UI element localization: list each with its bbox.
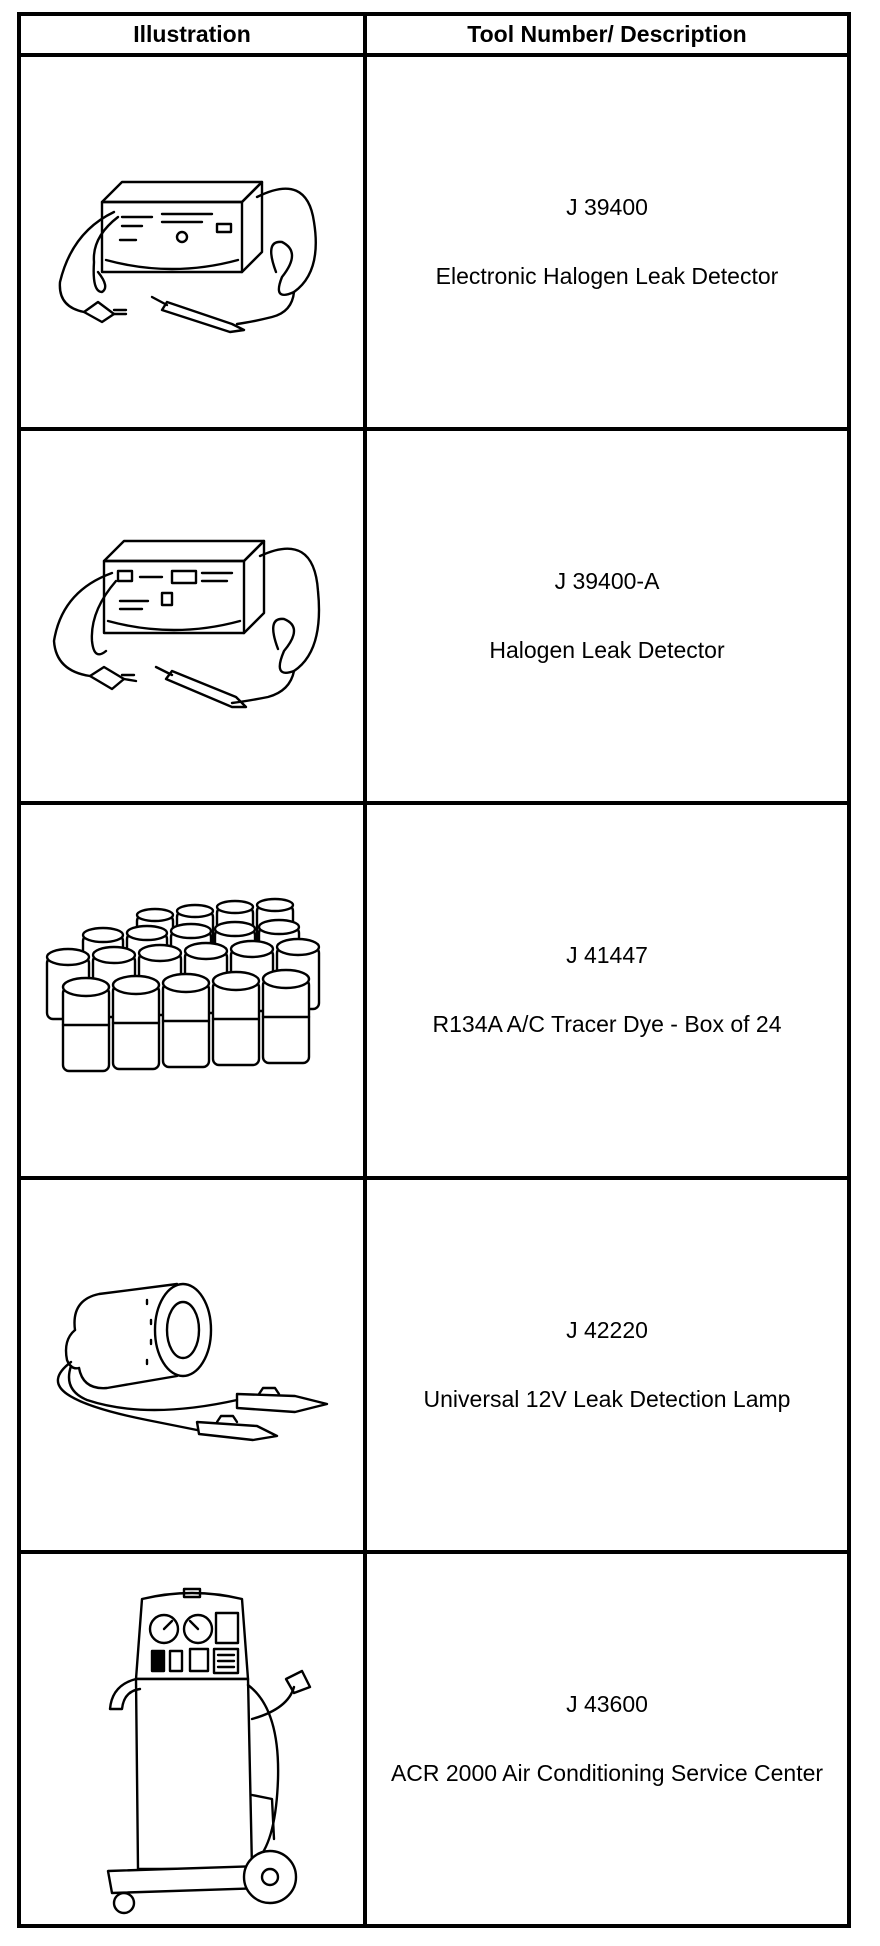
illustration-cell <box>17 1549 367 1929</box>
tool-number: J 39400 <box>566 194 648 221</box>
table-row: J 42220 Universal 12V Leak Detection Lam… <box>17 1175 851 1554</box>
tool-description: Universal 12V Leak Detection Lamp <box>423 1385 791 1412</box>
leak-detection-lamp-icon <box>56 1282 329 1441</box>
tracer-dye-box-icon <box>45 898 321 1073</box>
illustration-cell <box>17 801 367 1180</box>
table-row: J 39400-A Halogen Leak Detector <box>17 427 851 806</box>
description-cell: J 43600 ACR 2000 Air Conditioning Servic… <box>363 1549 851 1929</box>
illustration-cell <box>17 427 367 806</box>
illustration-cell <box>17 52 367 432</box>
tool-description: Electronic Halogen Leak Detector <box>435 263 779 290</box>
illustration-cell <box>17 1175 367 1554</box>
tool-number: J 42220 <box>566 1316 648 1343</box>
description-cell: J 41447 R134A A/C Tracer Dye - Box of 24 <box>363 801 851 1180</box>
tool-number: J 41447 <box>566 942 648 969</box>
halogen-leak-detector-icon <box>58 180 317 334</box>
tool-number: J 39400-A <box>554 568 660 595</box>
description-cell: J 39400-A Halogen Leak Detector <box>363 427 851 806</box>
header-row: Illustration Tool Number/ Description <box>17 12 851 57</box>
service-center-cart-icon <box>106 1587 312 1915</box>
halogen-leak-detector-a-icon <box>52 540 321 709</box>
tool-description: R134A A/C Tracer Dye - Box of 24 <box>432 1011 782 1038</box>
table-row: J 41447 R134A A/C Tracer Dye - Box of 24 <box>17 801 851 1180</box>
header-illustration: Illustration <box>17 12 367 57</box>
table-row: J 39400 Electronic Halogen Leak Detector <box>17 52 851 432</box>
description-cell: J 42220 Universal 12V Leak Detection Lam… <box>363 1175 851 1554</box>
table-row: J 43600 ACR 2000 Air Conditioning Servic… <box>17 1549 851 1929</box>
tool-description: Halogen Leak Detector <box>489 637 725 664</box>
header-tool-number-description: Tool Number/ Description <box>363 12 851 57</box>
tool-table: Illustration Tool Number/ Description <box>17 12 851 1929</box>
tool-number: J 43600 <box>566 1690 648 1717</box>
description-cell: J 39400 Electronic Halogen Leak Detector <box>363 52 851 432</box>
tool-description: ACR 2000 Air Conditioning Service Center <box>390 1759 824 1786</box>
